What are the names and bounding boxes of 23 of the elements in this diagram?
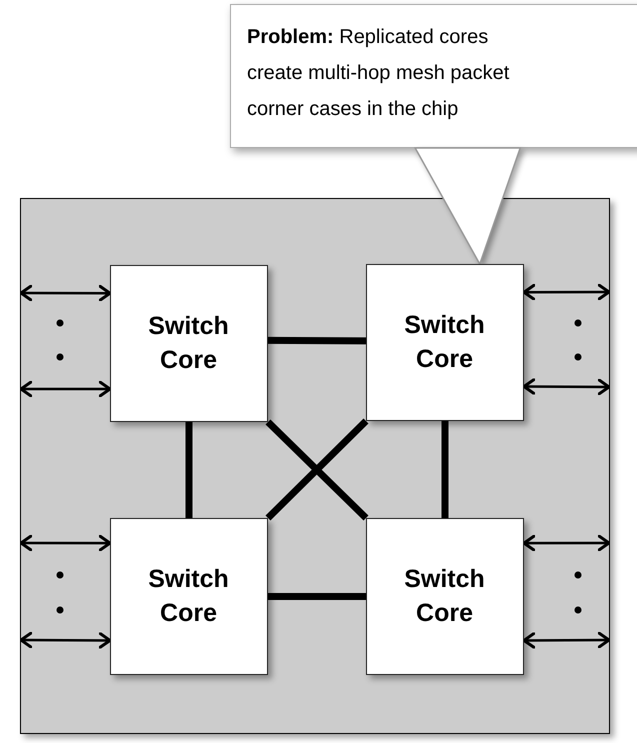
- link-line: [186, 422, 192, 518]
- callout-pointer: [414, 147, 522, 266]
- switch-core-box: [366, 264, 524, 420]
- double-arrow: [20, 380, 112, 398]
- switch-core-box: [366, 518, 524, 674]
- callout-text: Problem: Replicated cores create multi-hop mesh packet corner cases in the chip: [247, 25, 510, 122]
- double-arrow: [20, 284, 112, 302]
- switch-core-box: [110, 264, 268, 422]
- link-line: [268, 593, 366, 600]
- core-label: Switch Core: [147, 564, 230, 629]
- link-line: [442, 421, 448, 518]
- double-arrow: [20, 534, 112, 552]
- double-arrow: [522, 378, 610, 396]
- core-label: Switch Core: [403, 564, 486, 629]
- core-label: Switch Core: [403, 310, 486, 375]
- double-arrow: [522, 284, 610, 301]
- double-arrow: [20, 632, 112, 649]
- core-label: Switch Core: [147, 311, 230, 376]
- chip-box: [20, 198, 610, 734]
- double-arrow: [522, 632, 610, 649]
- link-line: [268, 336, 366, 344]
- switch-core-box: [110, 518, 268, 674]
- double-arrow: [522, 534, 610, 552]
